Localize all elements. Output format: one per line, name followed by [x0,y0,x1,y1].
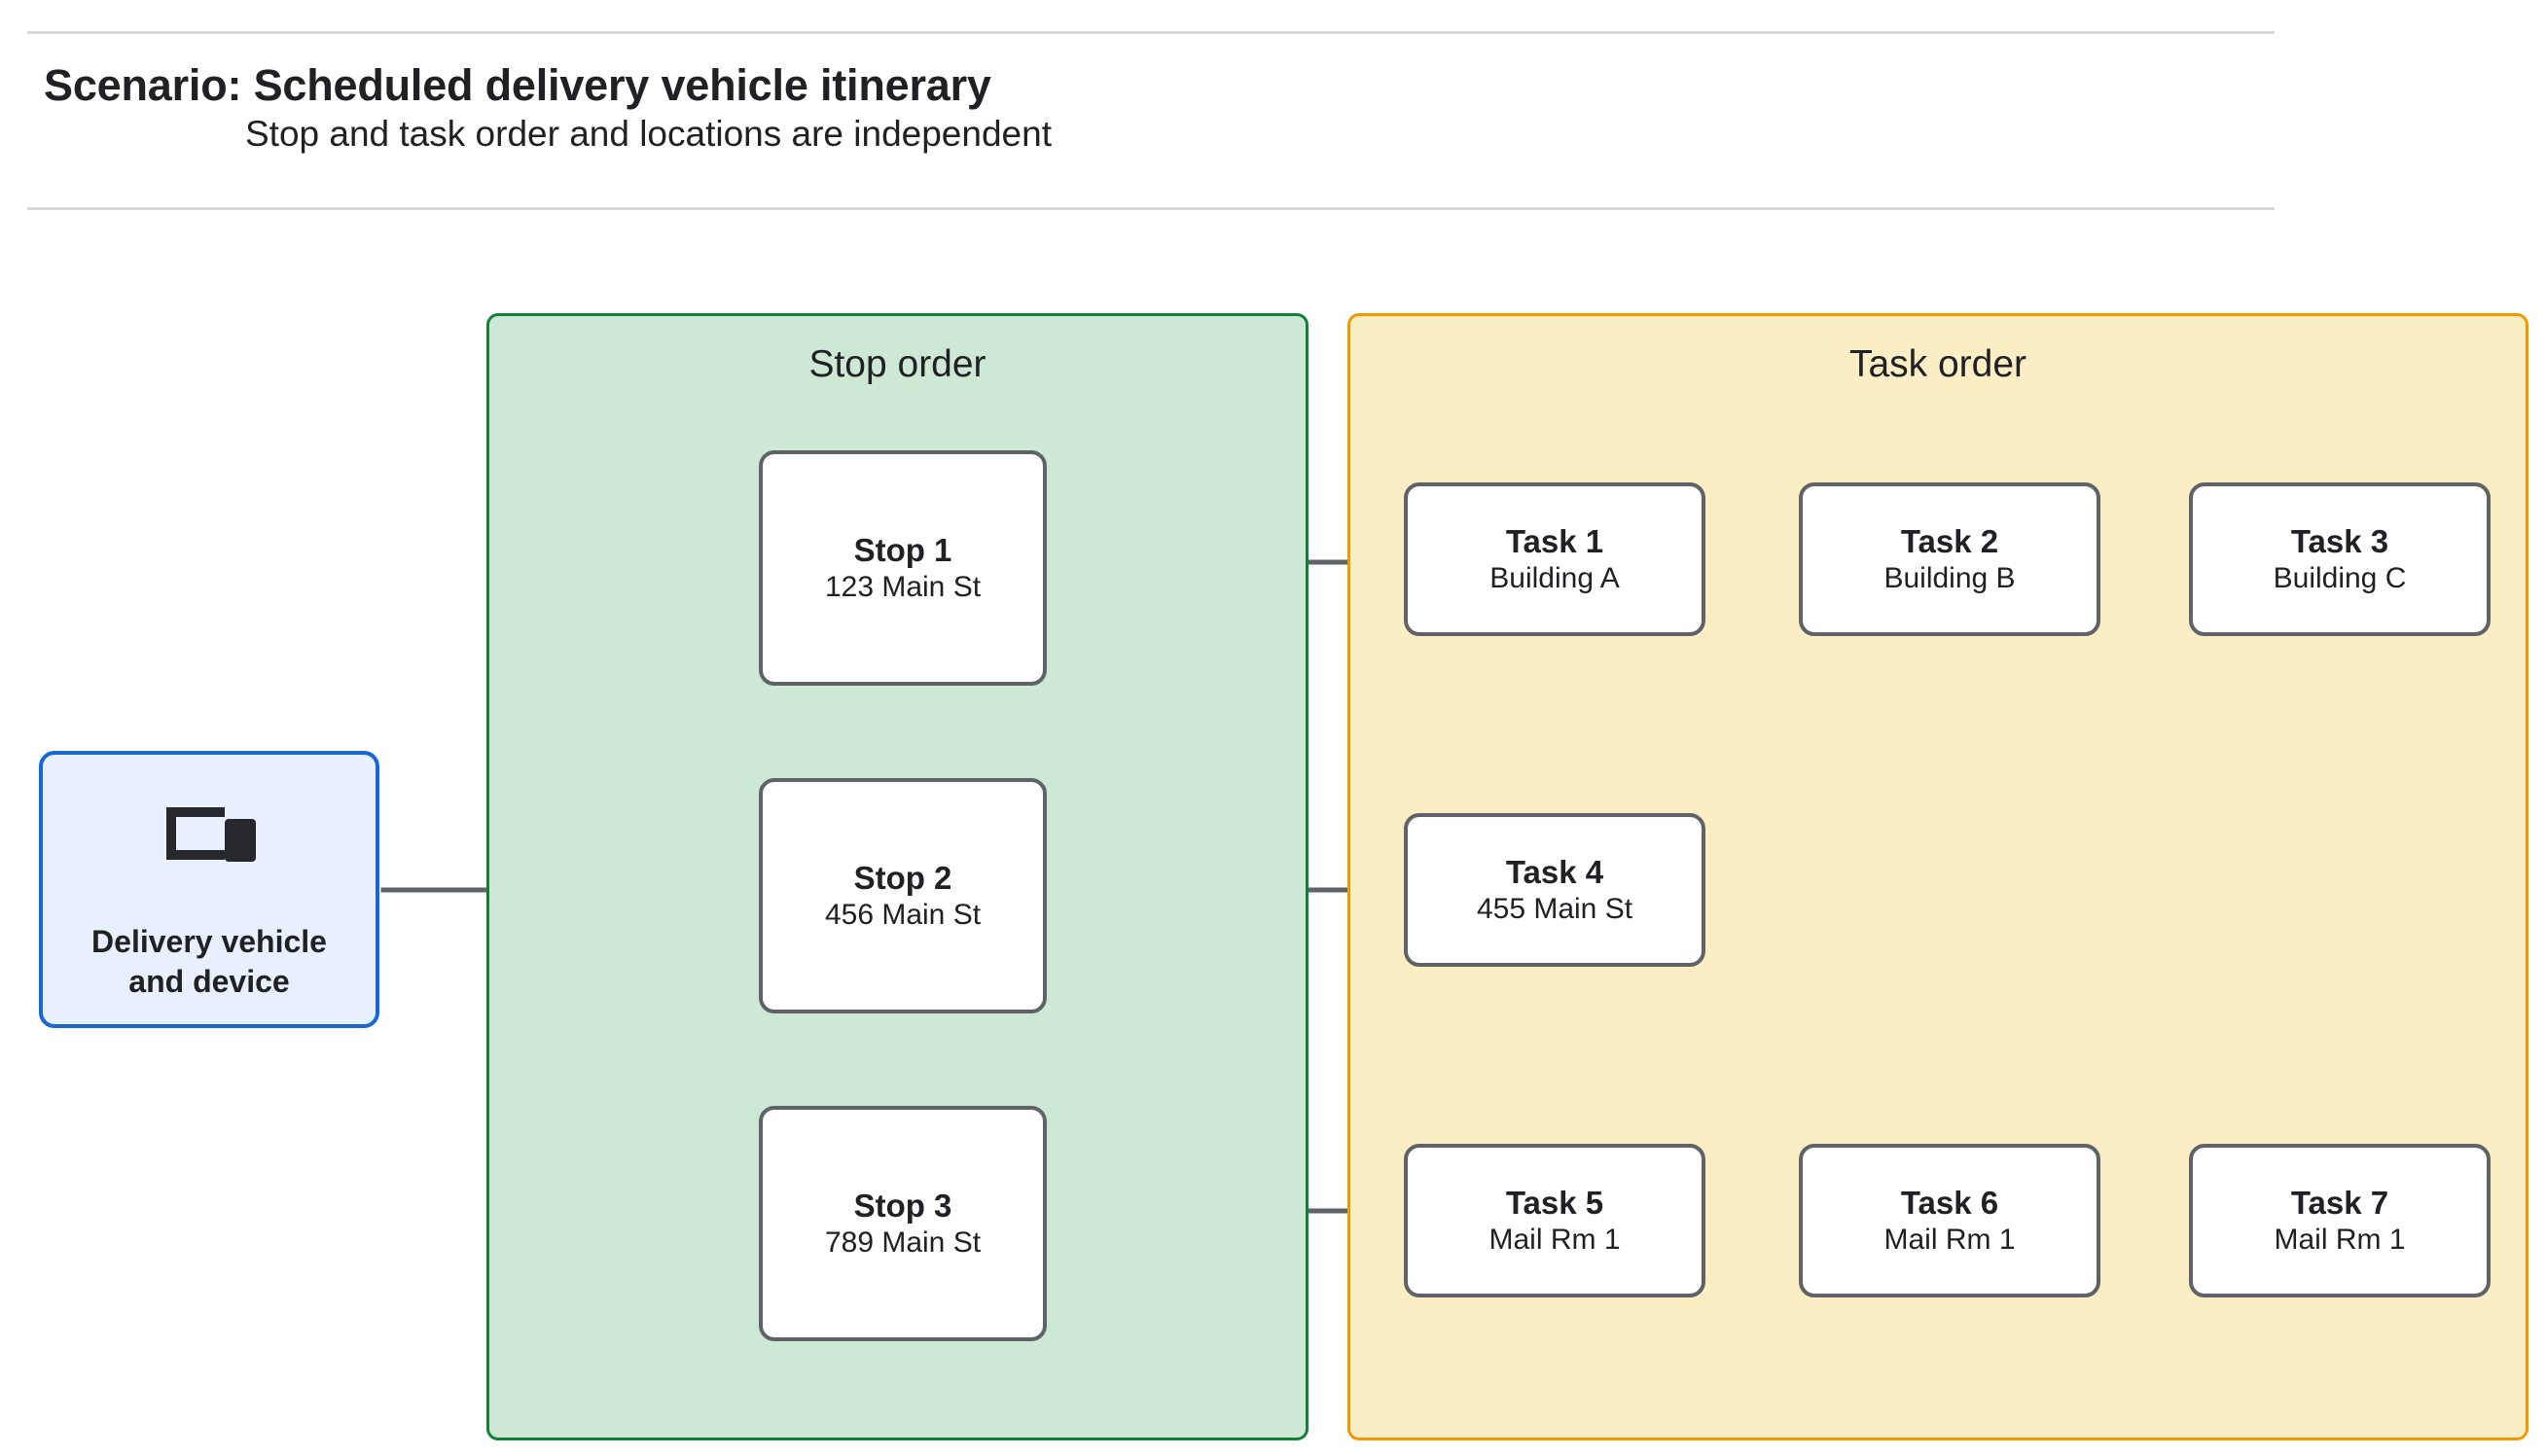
task-node-2[interactable]: Task 2 Building B [1799,482,2100,636]
delivery-vehicle-node[interactable]: Delivery vehicle and device [39,751,379,1028]
task-node-6[interactable]: Task 6 Mail Rm 1 [1799,1144,2100,1297]
stop-node-1[interactable]: Stop 1 123 Main St [759,450,1047,686]
task-order-title: Task order [1848,343,2027,385]
stop-1-title: Stop 1 [853,531,952,568]
stop-3-title: Stop 3 [853,1187,952,1224]
task-node-1[interactable]: Task 1 Building A [1404,482,1705,636]
task-7-location: Mail Rm 1 [2274,1223,2406,1256]
task-1-title: Task 1 [1505,522,1604,559]
task-2-title: Task 2 [1900,522,1999,559]
task-node-4[interactable]: Task 4 455 Main St [1404,813,1705,967]
page-subtitle: Stop and task order and locations are in… [245,114,1052,154]
delivery-vehicle-label: Delivery vehicle and device [91,924,327,999]
task-6-location: Mail Rm 1 [1883,1223,2016,1256]
task-6-title: Task 6 [1900,1184,1999,1221]
devices-icon [166,807,256,862]
task-node-7[interactable]: Task 7 Mail Rm 1 [2189,1144,2491,1297]
task-5-location: Mail Rm 1 [1488,1223,1621,1256]
stop-1-address: 123 Main St [824,570,982,603]
page-title: Scenario: Scheduled delivery vehicle iti… [44,60,991,110]
task-5-title: Task 5 [1505,1184,1604,1221]
task-node-5[interactable]: Task 5 Mail Rm 1 [1404,1144,1705,1297]
stop-3-address: 789 Main St [824,1225,982,1259]
task-7-title: Task 7 [2290,1184,2389,1221]
stop-2-address: 456 Main St [824,898,982,931]
task-3-title: Task 3 [2290,522,2389,559]
task-4-location: 455 Main St [1476,892,1633,925]
header-divider-bottom [27,207,2275,210]
stop-2-title: Stop 2 [853,859,952,896]
task-node-3[interactable]: Task 3 Building C [2189,482,2491,636]
stop-order-title: Stop order [808,343,986,385]
task-2-location: Building B [1883,561,2016,594]
task-1-location: Building A [1489,561,1620,594]
task-3-location: Building C [2273,561,2407,594]
stop-node-2[interactable]: Stop 2 456 Main St [759,778,1047,1013]
header-divider-top [27,31,2275,34]
stop-node-3[interactable]: Stop 3 789 Main St [759,1106,1047,1341]
task-4-title: Task 4 [1505,853,1604,890]
